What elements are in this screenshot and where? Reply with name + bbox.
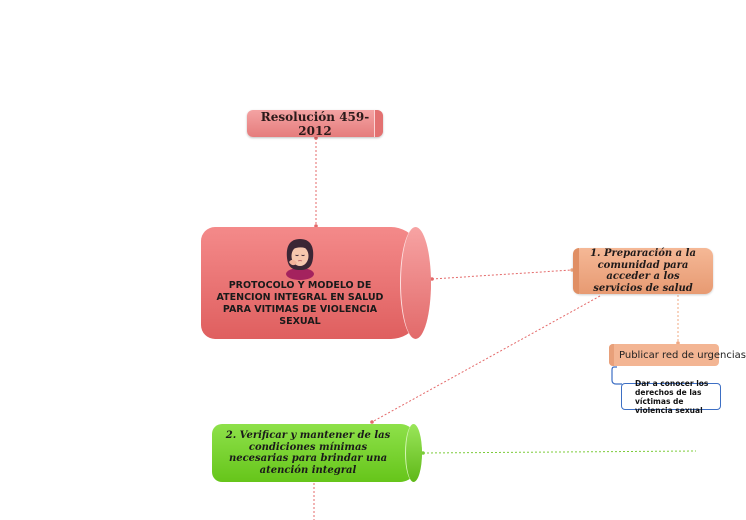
connector-preparation-verify — [371, 295, 601, 423]
publish-node[interactable]: Publicar red de urgencias — [609, 344, 746, 366]
main-topic-node[interactable]: PROTOCOLO Y MODELO DE ATENCION INTEGRAL … — [201, 227, 431, 339]
main-topic-cylinder-cap — [400, 227, 431, 339]
woman-avatar-icon — [286, 239, 314, 280]
connector-dot — [314, 136, 318, 140]
inform-node[interactable]: Dar a conocer los derechos de las víctim… — [621, 379, 721, 415]
mind-map-canvas: Resolución 459-2012 PROTOCOLO Y MODELO D… — [201, 109, 746, 520]
resolution-node[interactable]: Resolución 459-2012 — [247, 109, 383, 138]
verify-cylinder-cap — [405, 424, 422, 482]
connector-dot — [430, 277, 434, 281]
inform-label: Dar a conocer los derechos de las víctim… — [635, 378, 709, 415]
connector-dot — [676, 341, 680, 345]
preparation-node[interactable]: 1. Preparación a la comunidad para acced… — [573, 248, 713, 294]
preparation-label: 1. Preparación a la comunidad para acced… — [590, 248, 696, 294]
connector-main-preparation — [431, 269, 573, 280]
publish-node-cap — [609, 344, 614, 366]
connector-layer — [313, 136, 697, 520]
connector-dot — [570, 268, 574, 272]
resolution-node-cap — [374, 110, 383, 137]
connector-publish-inform — [611, 366, 622, 385]
verify-node[interactable]: 2. Verificar y mantener de las condicion… — [212, 424, 422, 482]
connector-dot — [370, 420, 374, 424]
resolution-label: Resolución 459-2012 — [260, 109, 370, 138]
connector-dot — [421, 451, 425, 455]
connector-verify-right — [422, 450, 697, 454]
preparation-node-cap — [573, 248, 579, 294]
connector-dot — [314, 224, 318, 228]
main-topic-label: PROTOCOLO Y MODELO DE ATENCION INTEGRAL … — [216, 280, 384, 327]
verify-label: 2. Verificar y mantener de las condicion… — [225, 430, 391, 476]
publish-label: Publicar red de urgencias — [619, 349, 746, 361]
